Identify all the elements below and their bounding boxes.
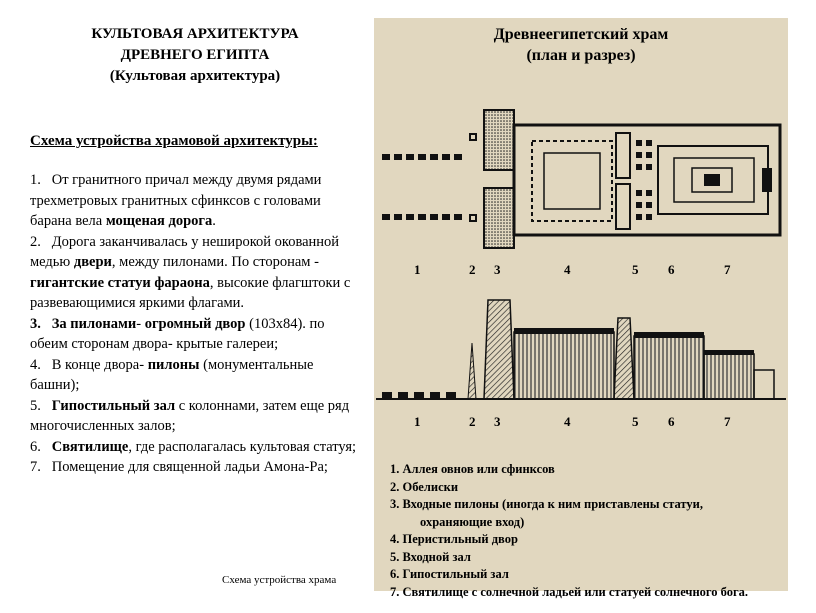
legend-item-3-cont: охраняющие вход) (420, 514, 525, 529)
sanctuary-section (703, 353, 755, 400)
svg-text:4: 4 (564, 262, 571, 277)
section-number-labels: 1 2 3 4 5 6 7 (414, 414, 731, 429)
temple-section (376, 299, 786, 400)
svg-text:5: 5 (632, 414, 639, 429)
panel-title: Древнеегипетский храм (план и разрез) (493, 26, 669, 64)
list-item-1: 1. От гранитного причал между двумя ряда… (30, 172, 322, 229)
temple-plan (382, 109, 782, 249)
legend-item-4: 4. Перистильный двор (390, 532, 518, 546)
hypostyle-plan (636, 140, 652, 220)
entrance-pylon-section (483, 299, 515, 400)
svg-text:7: 7 (724, 414, 731, 429)
temple-diagram-panel: Древнеегипетский храм (план и разрез) (374, 18, 788, 599)
diagram-legend: 1. Аллея овнов или сфинксов 2. Обелиски … (390, 461, 748, 601)
svg-text:3: 3 (494, 262, 501, 277)
list-item-5: 5. Гипостильный зал с колоннами, затем е… (30, 397, 350, 435)
title-line-1: КУЛЬТОВАЯ АРХИТЕКТУРА (91, 26, 299, 42)
svg-text:7: 7 (724, 262, 731, 277)
list-item-3: 3. За пилонами- огромный двор (103х84). … (30, 315, 325, 353)
title-line-3: (Культовая архитектура) (109, 68, 281, 84)
sphinx-alley (382, 154, 462, 220)
scheme-list: 1. От гранитного причал между двумя ряда… (30, 170, 360, 478)
list-item-2: 2. Дорога заканчивалась у неширокой оков… (30, 233, 351, 312)
legend-item-2: 2. Обелиски (390, 479, 459, 494)
svg-text:6: 6 (668, 414, 675, 429)
page-title: КУЛЬТОВАЯ АРХИТЕКТУРА ДРЕВНЕГО ЕГИПТА (К… (30, 24, 360, 87)
svg-text:1: 1 (414, 262, 421, 277)
sphinx-row-section (382, 392, 456, 399)
obelisk-section (467, 342, 477, 400)
svg-text:2: 2 (469, 414, 476, 429)
plan-number-labels: 1 2 3 4 5 6 7 (414, 262, 731, 277)
legend-item-1: 1. Аллея овнов или сфинксов (390, 462, 555, 476)
list-item-7: 7. Помещение для священной ладьи Амона-Р… (30, 459, 328, 475)
list-item-6: 6. Святилище, где располагалась культова… (30, 438, 357, 455)
courtyard-plan (531, 140, 613, 222)
legend-item-3: 3. Входные пилоны (иногда к ним приставл… (390, 497, 703, 511)
title-line-2: ДРЕВНЕГО ЕГИПТА (120, 47, 270, 63)
image-caption: Схема устройства храма (222, 574, 337, 586)
svg-text:3: 3 (494, 414, 501, 429)
svg-text:6: 6 (668, 262, 675, 277)
legend-item-5: 5. Входной зал (390, 549, 471, 564)
svg-text:5: 5 (632, 262, 639, 277)
legend-item-6: 6. Гипостильный зал (390, 567, 509, 581)
scheme-heading: Схема устройства храмовой архитектуры: (30, 133, 318, 149)
svg-text:2: 2 (469, 262, 476, 277)
hypostyle-section (633, 335, 705, 400)
list-item-4: 4. В конце двора- пилоны (монументальные… (30, 356, 314, 394)
temple-plan-and-section: 1 2 3 4 5 6 7 1 2 (376, 109, 786, 429)
legend-item-7: 7. Святилище с солнечной ладьей или стат… (390, 584, 749, 599)
svg-text:1: 1 (414, 414, 421, 429)
entrance-pylon-plan (483, 109, 515, 171)
svg-text:4: 4 (564, 414, 571, 429)
